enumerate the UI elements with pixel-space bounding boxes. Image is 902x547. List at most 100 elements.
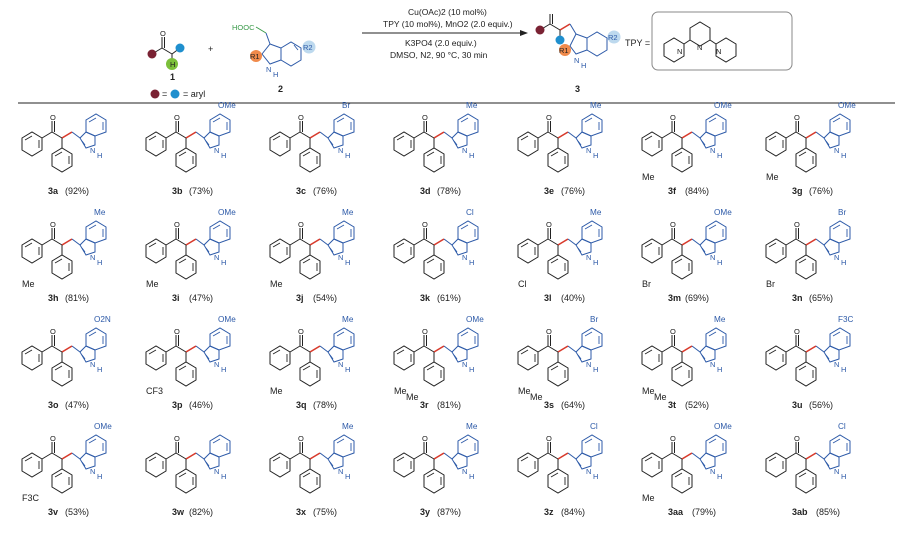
substituent-label: Me xyxy=(342,422,354,431)
substituent-label: OMe xyxy=(838,101,856,110)
tpy-n-center: N xyxy=(697,43,702,52)
substituent-label: Me xyxy=(342,208,354,217)
svg-text:H: H xyxy=(170,60,175,69)
aryl-legend: = = aryl xyxy=(150,89,205,99)
product-id: 3u xyxy=(792,400,803,410)
substituent-label: Me xyxy=(714,315,726,324)
product-yield: (87%) xyxy=(437,507,461,517)
product-id: 3v xyxy=(48,507,58,517)
product-id: 3x xyxy=(296,507,306,517)
substituent-label: Me xyxy=(654,392,667,402)
product-structure xyxy=(765,326,851,387)
product-structure xyxy=(765,433,851,494)
product-id: 3m xyxy=(668,293,681,303)
substituent-label: Me xyxy=(642,386,655,396)
substituent-label: Me xyxy=(642,172,655,182)
tpy-n-right: N xyxy=(716,47,721,56)
reactant-1: H xyxy=(147,28,185,70)
r2-dot xyxy=(302,40,316,54)
product-yield: (84%) xyxy=(685,186,709,196)
substituent-label: Br xyxy=(590,315,598,324)
svg-text:N: N xyxy=(266,65,271,74)
product-yield: (92%) xyxy=(65,186,89,196)
substituent-label: Me xyxy=(94,208,106,217)
product-structure xyxy=(393,433,479,494)
svg-text:=: = xyxy=(162,89,167,99)
product-structure xyxy=(393,219,479,280)
product-yield: (46%) xyxy=(189,400,213,410)
product-yield: (76%) xyxy=(313,186,337,196)
product-id: 3f xyxy=(668,186,677,196)
product-structure xyxy=(517,433,603,494)
substituent-label: Me xyxy=(342,315,354,324)
product-structure xyxy=(269,326,355,387)
substituent-label: F3C xyxy=(838,315,854,324)
product-structure xyxy=(393,112,479,173)
compound-2-label: 2 xyxy=(278,84,283,94)
blue-aryl-dot xyxy=(175,43,185,53)
product-id: 3o xyxy=(48,400,59,410)
green-h-dot xyxy=(166,58,178,70)
product-structure xyxy=(145,326,231,387)
substituent-label: Cl xyxy=(466,208,474,217)
product-yield: (85%) xyxy=(816,507,840,517)
compound-1-label: 1 xyxy=(170,72,175,82)
substituent-label: Br xyxy=(766,279,775,289)
product-structure xyxy=(145,112,231,173)
product-yield: (75%) xyxy=(313,507,337,517)
svg-text:HOOC: HOOC xyxy=(232,23,255,32)
substituent-label: Br xyxy=(838,208,846,217)
product-yield: (76%) xyxy=(561,186,585,196)
substituent-label: Me xyxy=(466,422,478,431)
substituent-label: Cl xyxy=(518,279,527,289)
substituent-label: Br xyxy=(342,101,350,110)
product-id: 3k xyxy=(420,293,431,303)
svg-text:H: H xyxy=(273,70,278,79)
product-3w: 3w(82%) xyxy=(145,433,231,517)
product-yield: (65%) xyxy=(809,293,833,303)
product-yield: (64%) xyxy=(561,400,585,410)
product-yield: (84%) xyxy=(561,507,585,517)
svg-text:H: H xyxy=(581,61,586,70)
product-structure xyxy=(269,219,355,280)
product-structure xyxy=(641,326,727,387)
product-yield: (81%) xyxy=(437,400,461,410)
product-structure xyxy=(145,219,231,280)
product-id: 3aa xyxy=(668,507,684,517)
brown-aryl-dot xyxy=(147,49,157,59)
substituent-label: OMe xyxy=(218,101,236,110)
product-3-general: R1 R2 N H xyxy=(535,14,621,70)
substituent-label: OMe xyxy=(714,422,732,431)
svg-text:R2: R2 xyxy=(303,43,313,52)
product-structure xyxy=(765,112,851,173)
substituent-label: CF3 xyxy=(146,386,163,396)
product-id: 3ab xyxy=(792,507,808,517)
product-structure xyxy=(641,433,727,494)
substituent-label: Me xyxy=(642,493,655,503)
product-structure xyxy=(21,326,107,387)
product-structure xyxy=(517,219,603,280)
substituent-label: OMe xyxy=(218,315,236,324)
product-yield: (47%) xyxy=(189,293,213,303)
tpy-n-left: N xyxy=(677,47,682,56)
conditions-line-3: K3PO4 (2.0 equiv.) xyxy=(405,38,477,48)
product-structure xyxy=(641,112,727,173)
conditions-line-1: Cu(OAc)2 (10 mol%) xyxy=(408,7,487,17)
product-yield: (79%) xyxy=(692,507,716,517)
product-yield: (82%) xyxy=(189,507,213,517)
